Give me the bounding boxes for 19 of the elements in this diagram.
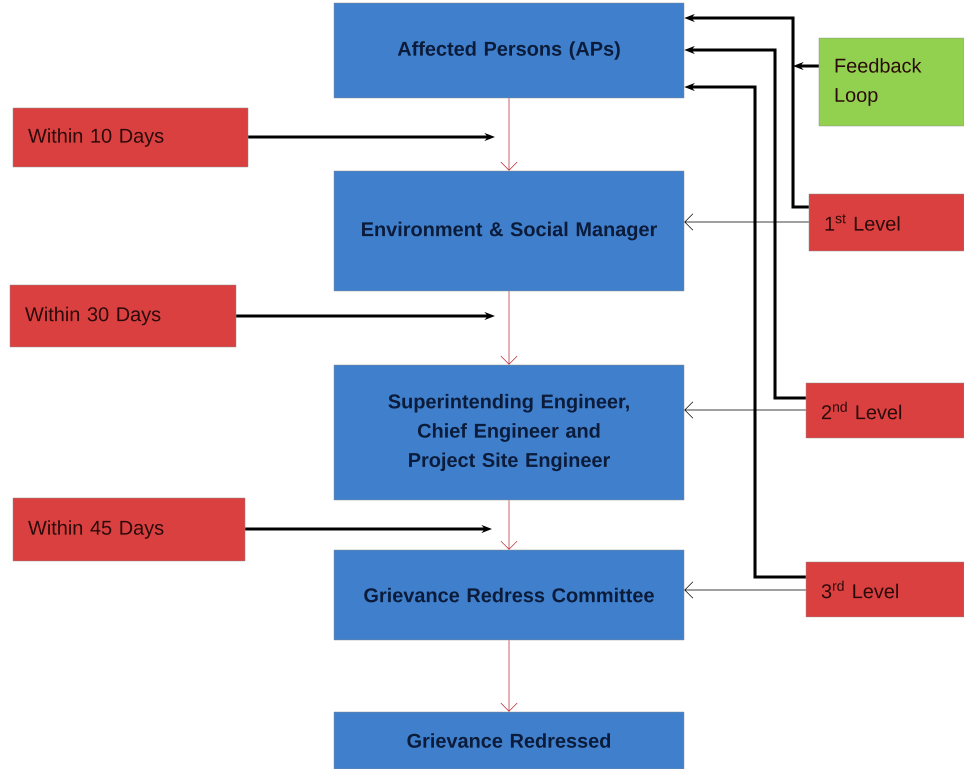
- process-box: Grievance Redressed: [334, 712, 684, 769]
- label-box: Within 30 Days: [10, 284, 236, 348]
- arrow: [500, 640, 518, 712]
- arrow: [500, 290, 518, 365]
- label-box: 3$^{rd}$ Level: [806, 562, 964, 618]
- label-box: 2$^{nd}$ Level: [806, 382, 964, 438]
- arrow: [684, 213, 810, 231]
- arrow: [684, 581, 806, 599]
- arrow: [500, 98, 518, 171]
- label-box: 1$^{st}$ Level: [808, 194, 964, 252]
- arrow: [500, 500, 518, 550]
- label-box: Within 45 Days: [12, 498, 246, 562]
- arrow: [684, 401, 806, 419]
- process-box: Affected Persons (APs): [334, 2, 684, 98]
- label-box: Within 10 Days: [12, 108, 248, 168]
- process-box: Environment & Social Manager: [334, 170, 684, 292]
- process-box: Grievance Redress Committee: [334, 550, 684, 640]
- feedback-box: Feedback Loop: [818, 38, 964, 126]
- process-box: Superintending Engineer, Chief Engineer and Project Site Engineer: [334, 364, 684, 500]
